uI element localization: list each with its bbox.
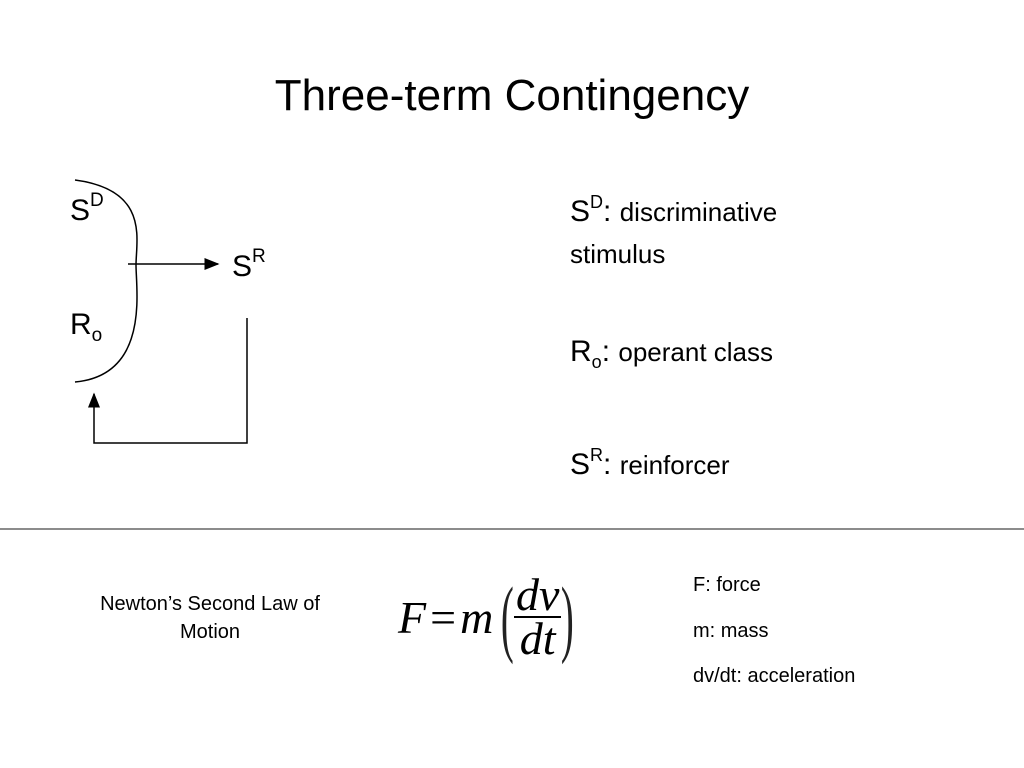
node-sr: SR: [232, 246, 266, 283]
formula-fraction: dv dt: [513, 569, 562, 664]
feedback-arrow: [88, 318, 248, 444]
diagram-lines: [74, 179, 248, 444]
section-divider: [0, 528, 1024, 530]
slide-title: Three-term Contingency: [274, 71, 750, 120]
definition-sr: SR: reinforcer: [570, 445, 730, 481]
formula-left-paren: (: [501, 569, 515, 665]
formula-denominator: dt: [519, 613, 556, 664]
definition-sd-cont: stimulus: [570, 239, 666, 269]
newton-label: Newton’s Second Law of Motion: [70, 590, 350, 646]
contingency-diagram: SD SR Ro: [0, 150, 300, 450]
definition-ro: Ro: operant class: [570, 335, 774, 372]
formula-m: m: [460, 591, 494, 643]
formula-numerator: dv: [513, 569, 562, 620]
newton-label-line2: Motion: [179, 621, 241, 643]
formula-right-paren: ): [561, 569, 575, 665]
variable-force: F: force: [693, 574, 761, 596]
formula-equals: =: [430, 591, 457, 643]
node-ro: Ro: [70, 308, 103, 346]
definition-sd: SD: discriminative: [570, 192, 778, 228]
variable-mass: m: mass: [693, 620, 769, 642]
formula-f: F: [398, 591, 427, 643]
newton-label-line1: Newton’s Second Law of: [100, 593, 320, 615]
bracket-curve: [74, 179, 138, 383]
newton-formula: F = m ( dv dt ): [398, 572, 582, 662]
variable-acceleration: dv/dt: acceleration: [693, 665, 856, 687]
node-sd: SD: [70, 190, 104, 227]
